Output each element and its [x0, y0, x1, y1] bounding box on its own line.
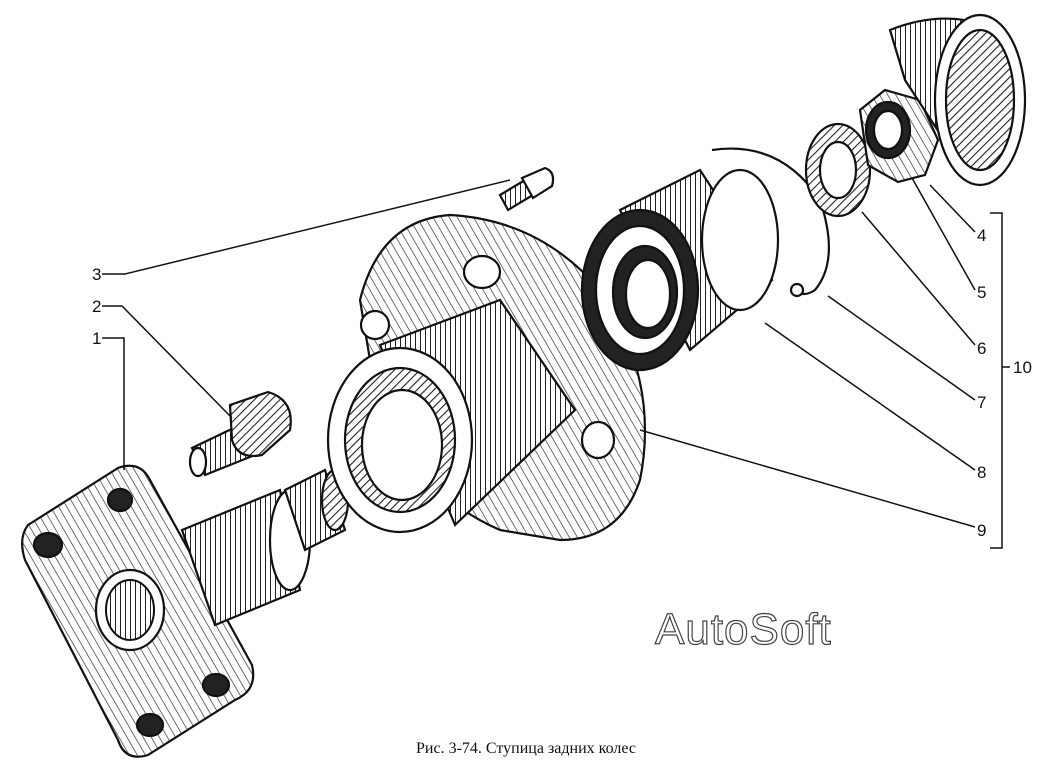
callout-10: 10	[1013, 358, 1032, 377]
bearing-part	[580, 168, 780, 372]
figure-caption: Рис. 3-74. Ступица задних колес	[416, 740, 636, 757]
hub-nut-part	[858, 88, 940, 184]
hub-part	[326, 213, 647, 542]
callout-8: 8	[977, 463, 986, 482]
leader-lines	[102, 177, 1010, 549]
callout-4: 4	[977, 226, 986, 245]
callout-9: 9	[977, 521, 986, 540]
wheel-bolt-part	[188, 390, 292, 478]
callout-2: 2	[92, 297, 101, 316]
callout-7: 7	[977, 393, 986, 412]
watermark: AutoSoft	[655, 605, 832, 654]
callout-3: 3	[92, 265, 101, 284]
callout-6: 6	[977, 339, 986, 358]
callout-1: 1	[92, 329, 101, 348]
washer-part	[804, 122, 872, 218]
axle-flange-part	[21, 464, 350, 758]
callout-5: 5	[977, 283, 986, 302]
retaining-ring-part	[711, 147, 830, 298]
hub-cap-part	[888, 13, 1027, 187]
screw-part	[498, 166, 555, 212]
